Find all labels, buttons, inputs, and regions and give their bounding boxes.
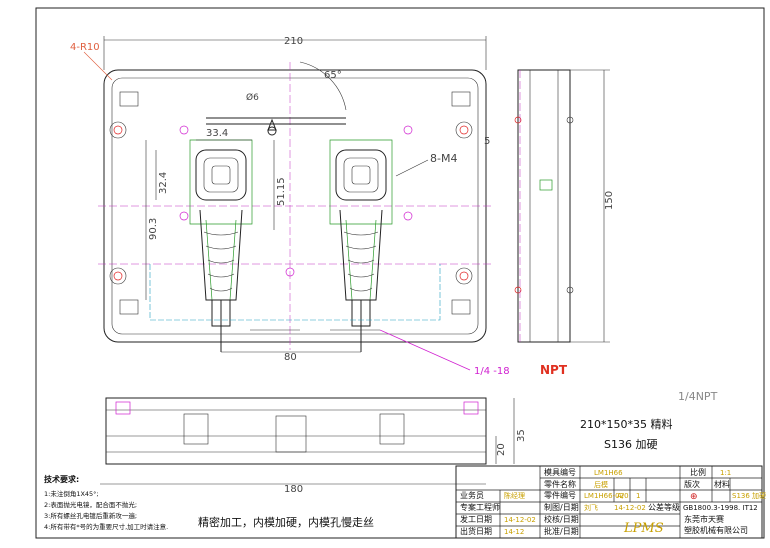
dim-npt-bold: NPT bbox=[540, 363, 568, 377]
ship-label: 出货日期 bbox=[460, 526, 492, 536]
part-no-value: LM1H66-02 bbox=[584, 492, 624, 500]
mold-no-label: 模具编号 bbox=[544, 467, 576, 477]
title-block: 模具编号 LM1H66 比例 1:1 零件名称 后模 版次 材料 业务员 陈经理… bbox=[455, 465, 766, 539]
dim-hole: Ø6 bbox=[246, 92, 259, 103]
requirement-1: 1:未注倒角1X45°; bbox=[44, 489, 99, 498]
plan-dimensions: 210 4-R10 65° Ø6 33.4 32.4 90.3 51.15 80… bbox=[70, 36, 568, 377]
company-logo: LPMS bbox=[623, 521, 664, 536]
dim-32-4: 32.4 bbox=[158, 172, 169, 194]
scale-label: 比例 bbox=[690, 467, 706, 477]
scale-value: 1:1 bbox=[720, 469, 731, 477]
requirement-4: 4:所有带有*号的为重要尺寸,加工时请注意. bbox=[44, 522, 168, 531]
dim-51-15: 51.15 bbox=[276, 177, 287, 206]
drawn-date: 14-12-02 bbox=[614, 504, 646, 512]
notes: 210*150*35 精料 S136 加硬 技术要求: 1:未注倒角1X45°;… bbox=[44, 417, 673, 531]
ship-value: 14-12 bbox=[504, 528, 524, 536]
qty-value: 1 bbox=[636, 492, 640, 500]
spec-note: 210*150*35 精料 bbox=[580, 417, 673, 431]
rev-label: 版次 bbox=[684, 479, 700, 489]
part-name-label: 零件名称 bbox=[544, 479, 576, 489]
dim-80: 80 bbox=[284, 352, 297, 363]
material-value: S136 加硬 bbox=[732, 491, 766, 500]
dim-33-4: 33.4 bbox=[206, 128, 228, 139]
part-name-value: 后模 bbox=[594, 480, 608, 489]
tolerance-value: GB1800.3-1998. IT12 bbox=[683, 504, 758, 512]
material-note: S136 加硬 bbox=[604, 438, 657, 451]
dim-180: 180 bbox=[284, 484, 303, 495]
drawn-value: 刘飞 bbox=[584, 503, 598, 512]
start-value: 14-12-02 bbox=[504, 516, 536, 524]
dim-150: 150 bbox=[604, 191, 615, 210]
company-name: 东莞市天赛 bbox=[684, 514, 724, 524]
sales-value: 陈经理 bbox=[504, 491, 525, 500]
dim-npt: 1/4 -18 bbox=[474, 366, 510, 377]
dim-npt-side: 1/4NPT bbox=[678, 390, 718, 403]
requirement-3: 3:所有螺丝孔电镀后重新攻一遍; bbox=[44, 511, 137, 520]
dim-35: 35 bbox=[516, 429, 527, 442]
projection-icon: ⊕ bbox=[690, 492, 698, 502]
requirement-2: 2:表面抛光电镜，配合面不抛光; bbox=[44, 500, 137, 509]
drawn-label: 制图/日期 bbox=[544, 502, 579, 512]
mold-no-value: LM1H66 bbox=[594, 469, 623, 477]
dim-width: 210 bbox=[284, 36, 303, 47]
sales-label: 业务员 bbox=[460, 490, 484, 500]
approve-label: 批准/日期 bbox=[544, 526, 579, 536]
tolerance-label: 公差等级 bbox=[648, 502, 680, 512]
start-label: 发工日期 bbox=[460, 514, 492, 524]
dim-5: 5 bbox=[484, 136, 490, 147]
company-name-2: 塑胶机械有限公司 bbox=[684, 525, 748, 535]
dim-thread: 8-M4 bbox=[430, 152, 457, 165]
engineer-label: 专案工程师 bbox=[460, 502, 500, 512]
dim-20: 20 bbox=[496, 443, 507, 456]
dim-angle: 65° bbox=[324, 70, 342, 81]
dim-radius: 4-R10 bbox=[70, 42, 100, 53]
dim-90-3: 90.3 bbox=[148, 218, 159, 240]
rev-value: A/0 bbox=[617, 492, 629, 500]
part-no-label: 零件编号 bbox=[544, 490, 576, 500]
side-view-bottom: 180 35 20 1/4NPT bbox=[100, 390, 718, 495]
side-view-right: 150 5 bbox=[484, 69, 615, 343]
check-label: 校核/日期 bbox=[544, 514, 579, 524]
material-label: 材料 bbox=[714, 479, 730, 489]
requirements-title: 技术要求: bbox=[44, 474, 79, 484]
cavity-right bbox=[329, 139, 393, 352]
process-note: 精密加工，内模加硬，内模孔慢走丝 bbox=[198, 515, 374, 529]
cavity-left bbox=[189, 139, 253, 352]
sheet-border bbox=[35, 7, 765, 539]
plan-view bbox=[98, 62, 494, 352]
